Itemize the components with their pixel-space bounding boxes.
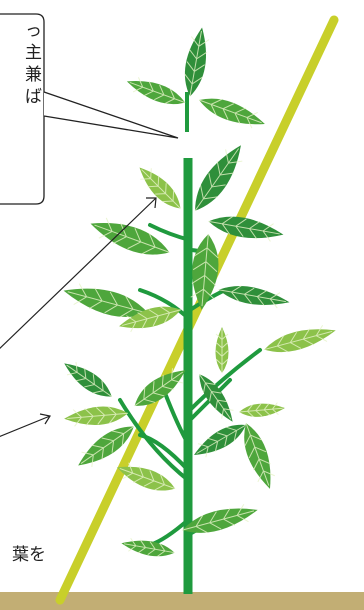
leaf [180,26,211,98]
bottom-caption: 葉を [12,540,46,565]
callout-text: っ 主 兼 ば [2,20,42,108]
leaf [190,418,250,463]
leaf [129,362,191,414]
ground-strip [0,592,364,610]
leaf [196,91,268,132]
callout-line: 兼 [2,64,42,86]
callout-line: 主 [2,42,42,64]
arrow-to-lower-leaf [0,414,50,438]
leaf [87,213,174,264]
leaf [216,327,229,373]
leaf [189,233,222,311]
leaf [124,73,188,110]
leaf [262,322,338,359]
leaf [134,162,187,215]
leaf [186,139,250,217]
leaf [237,420,279,492]
leaf [239,402,286,419]
leaf [120,536,176,559]
callout-line: ば [2,86,42,108]
leaf [63,404,128,428]
callout-line: っ [2,20,42,42]
leaf [217,281,291,310]
leaf [59,356,116,403]
